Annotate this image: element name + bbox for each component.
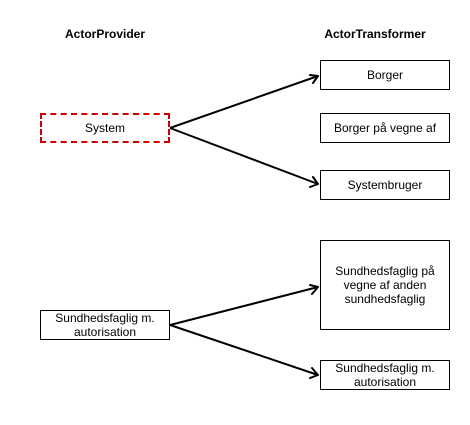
- provider-system-box: System: [40, 113, 170, 143]
- transformer-citizen-box: Borger: [320, 60, 450, 90]
- arrow-health-to-health-on-behalf: [169, 284, 319, 326]
- provider-health-pro-box: Sundhedsfaglig m. autorisation: [40, 310, 170, 340]
- transformer-system-user-box: Systembruger: [320, 170, 450, 200]
- transformer-citizen-on-behalf-label: Borger på vegne af: [333, 121, 437, 135]
- transformer-health-on-behalf-box: Sundhedsfaglig på vegne af anden sundhed…: [320, 240, 450, 330]
- transformer-health-pro-label: Sundhedsfaglig m. autorisation: [335, 361, 435, 389]
- transformer-health-on-behalf-label: Sundhedsfaglig på vegne af anden sundhed…: [335, 264, 435, 306]
- arrow-system-to-systembruger: [169, 127, 319, 188]
- transformer-system-user-label: Systembruger: [347, 178, 423, 192]
- arrow-health-to-health-pro: [169, 324, 319, 379]
- provider-system-label: System: [84, 121, 125, 135]
- header-actor-provider: ActorProvider: [64, 27, 146, 41]
- arrow-system-to-borger: [169, 74, 319, 129]
- transformer-health-pro-box: Sundhedsfaglig m. autorisation: [320, 360, 450, 390]
- provider-health-pro-label: Sundhedsfaglig m. autorisation: [55, 311, 155, 339]
- header-actor-transformer: ActorTransformer: [324, 27, 426, 41]
- transformer-citizen-on-behalf-box: Borger på vegne af: [320, 113, 450, 143]
- transformer-citizen-label: Borger: [366, 68, 404, 82]
